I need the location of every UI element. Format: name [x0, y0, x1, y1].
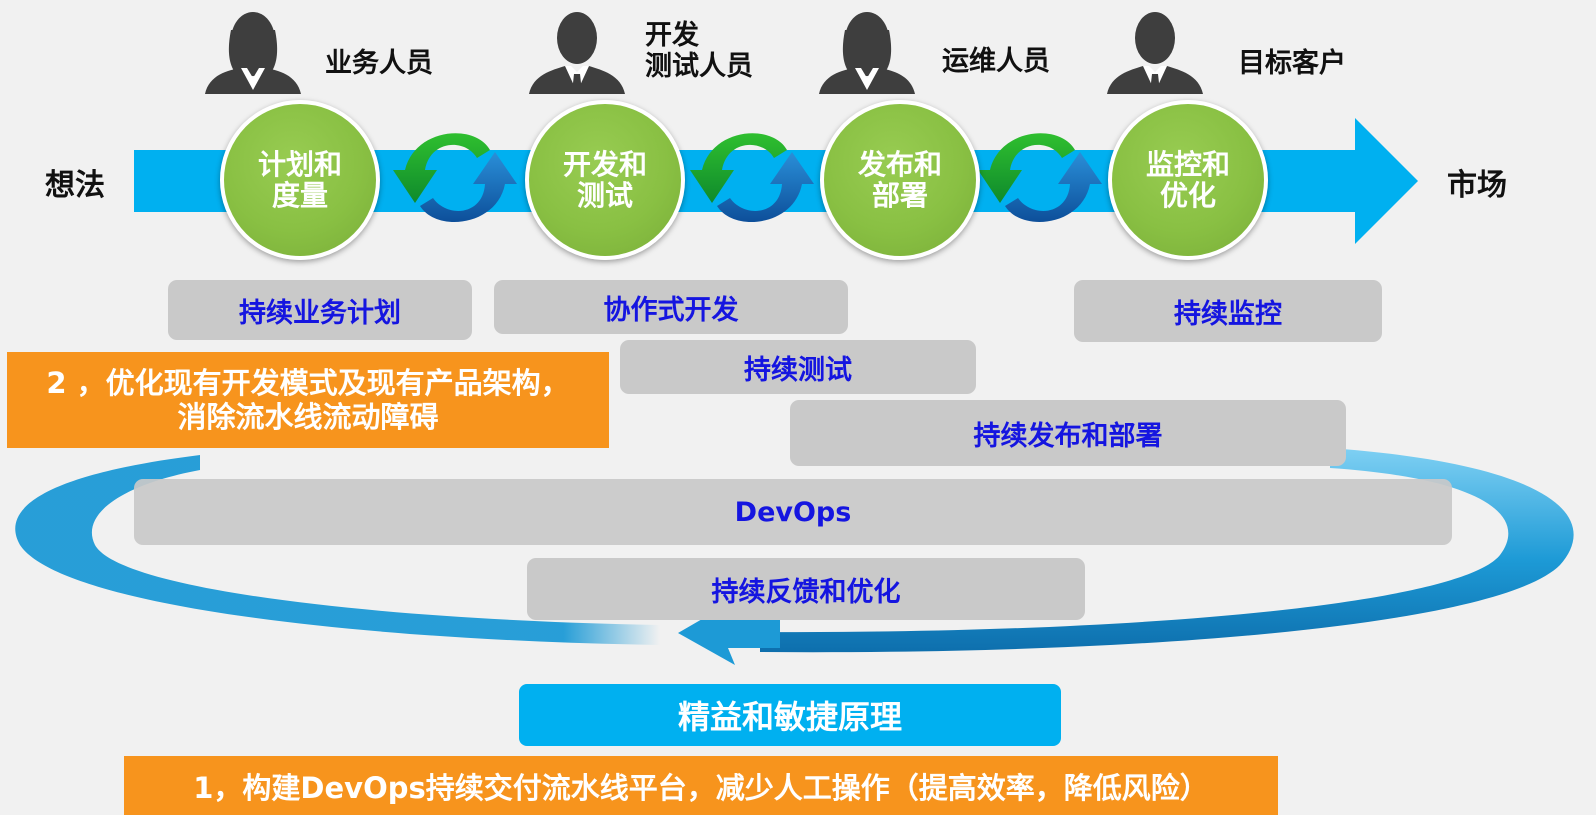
practice-release-deploy: 持续发布和部署: [790, 400, 1346, 466]
role-label-customer: 目标客户: [1238, 48, 1346, 79]
businesswoman-icon: [819, 12, 915, 94]
flow-start-label: 想法: [45, 168, 105, 203]
note-platform: 1，构建DevOps持续交付流水线平台，减少人工操作（提高效率，降低风险）: [124, 756, 1278, 815]
stage-label: 发布和 部署: [857, 148, 942, 212]
stage-label: 计划和 度量: [257, 148, 342, 212]
practice-testing: 持续测试: [620, 340, 976, 394]
businessman-icon: [529, 12, 625, 94]
feedback-loop-arrowhead: [678, 600, 780, 665]
stage-label: 监控和 优化: [1145, 148, 1230, 212]
practice-monitoring: 持续监控: [1074, 280, 1382, 342]
practice-feedback: 持续反馈和优化: [527, 558, 1085, 620]
stage-develop-test: 开发和 测试: [525, 100, 685, 260]
feedback-loop-left: [15, 455, 660, 645]
stage-label: 开发和 测试: [562, 148, 647, 212]
practice-devops: DevOps: [134, 479, 1452, 545]
businessman-icon: [1107, 12, 1203, 94]
businesswoman-icon: [205, 12, 301, 94]
role-label-dev-test: 开发 测试人员: [645, 20, 753, 82]
practice-collaborative-dev: 协作式开发: [494, 280, 848, 334]
note-optimize: 2 ，优化现有开发模式及现有产品架构， 消除流水线流动障碍: [7, 352, 609, 448]
stage-plan-measure: 计划和 度量: [220, 100, 380, 260]
stage-release-deploy: 发布和 部署: [820, 100, 980, 260]
lean-agile-principles: 精益和敏捷原理: [519, 684, 1061, 746]
practice-business-planning: 持续业务计划: [168, 280, 472, 340]
flow-end-label: 市场: [1447, 168, 1507, 203]
role-label-ops: 运维人员: [942, 46, 1050, 77]
role-label-business: 业务人员: [325, 48, 433, 79]
cycle-icon-3: [978, 133, 1102, 223]
flow-arrow-head: [1355, 118, 1418, 244]
cycle-icon-1: [393, 133, 517, 223]
stage-monitor-optimize: 监控和 优化: [1108, 100, 1268, 260]
feedback-loop-ring: [760, 448, 1574, 653]
cycle-icon-2: [690, 133, 814, 223]
